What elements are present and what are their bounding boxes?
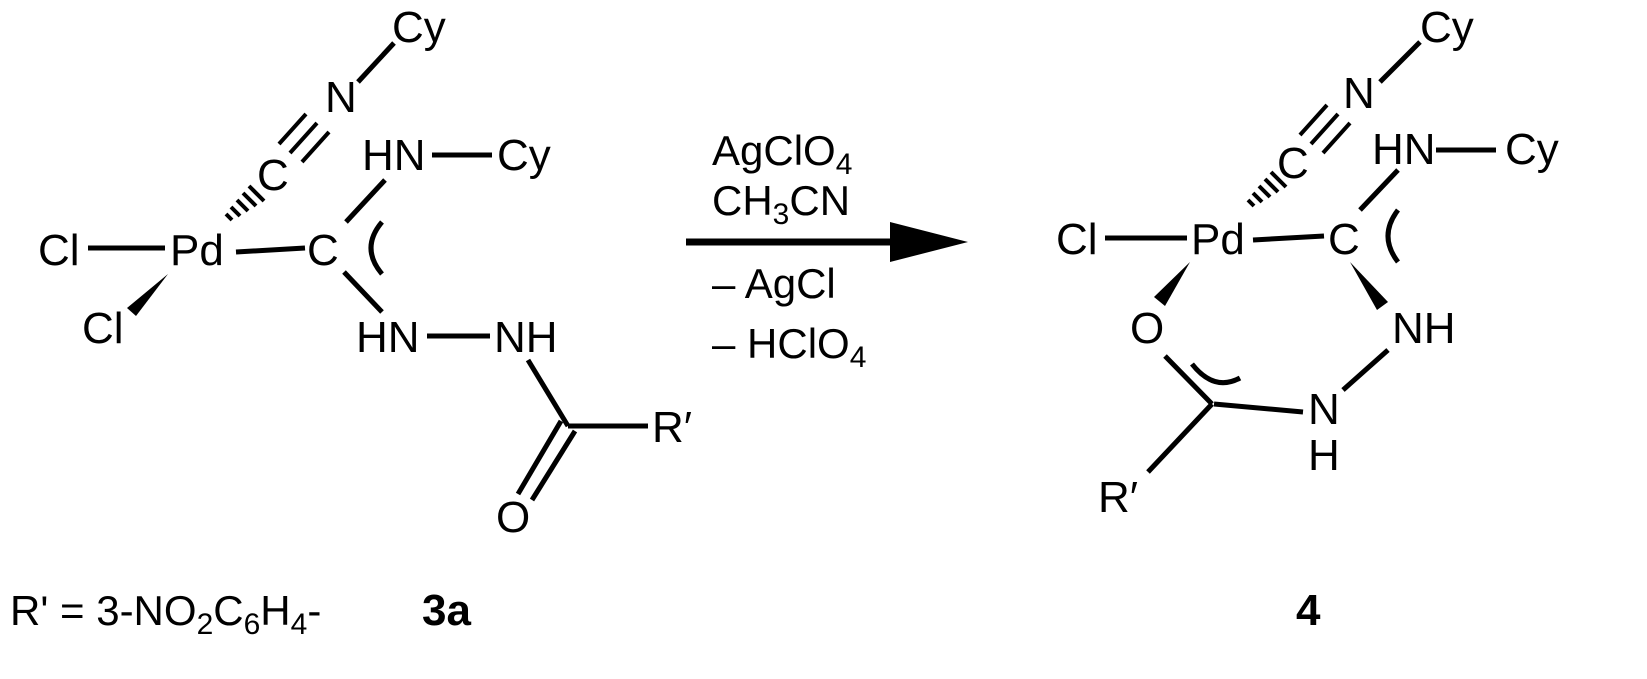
compound-label-4: 4 [1296, 586, 1321, 635]
byproduct-agcl: – AgCl [712, 260, 836, 307]
reagent-ch3cn: CH3CN [712, 177, 850, 231]
atom-c-iso: C [1277, 139, 1309, 188]
bond-c-n-triple [1298, 103, 1352, 155]
atom-n-low: N [1308, 385, 1340, 434]
bond-pd-c-iso-hash [224, 184, 266, 222]
bond-c-hn-low [342, 270, 384, 314]
bond-pd-c-carbene [1252, 233, 1325, 243]
atom-c-iso: C [257, 151, 289, 200]
atom-cy-mid: Cy [497, 131, 551, 180]
bond-pd-c-carbene [235, 245, 306, 255]
bond-nh-c-acyl [525, 358, 571, 428]
resonance-arc-right-top [1385, 208, 1401, 264]
reagent-agclo4: AgClO4 [712, 127, 852, 181]
atom-h-low: H [1308, 431, 1340, 480]
atom-cy-top: Cy [1420, 3, 1474, 52]
bond-n-c-ring [1213, 401, 1304, 415]
bond-o-c-ring [1163, 354, 1214, 406]
resonance-arc-right-bottom [1190, 362, 1242, 386]
atom-pd: Pd [170, 226, 224, 275]
atom-nh: NH [1392, 304, 1456, 353]
atom-hn-low: HN [356, 313, 420, 362]
atom-n-iso: N [325, 73, 357, 122]
atom-n-iso: N [1343, 69, 1375, 118]
bond-n-cy-top [1378, 40, 1422, 84]
bond-nh-n [1341, 348, 1390, 392]
compound-3a: Cy N C HN Cy Cl Pd C Cl HN NH R′ O [38, 3, 692, 542]
bond-c-o-double [515, 419, 578, 502]
reaction-arrow-head [890, 222, 968, 262]
reaction-arrow-group: AgClO4 CH3CN – AgCl – HClO4 [686, 127, 968, 374]
atom-c-carbene: C [1328, 215, 1360, 264]
atom-r-prime: R′ [1098, 473, 1138, 522]
atom-cy-mid: Cy [1505, 125, 1559, 174]
atom-pd: Pd [1191, 215, 1245, 264]
bond-pd-cl2-wedge [127, 274, 168, 316]
atom-hn-top: HN [362, 131, 426, 180]
bond-c-nh-wedge [1350, 262, 1388, 310]
atom-o: O [496, 493, 530, 542]
compound-label-3a: 3a [422, 586, 471, 635]
atom-cl-1: Cl [38, 226, 80, 275]
atom-cl-2: Cl [82, 304, 124, 353]
bond-c-hn-top [1358, 168, 1400, 212]
resonance-arc-left [368, 220, 384, 276]
atom-cy-top: Cy [392, 3, 446, 52]
bond-pd-c-iso-hash [1246, 170, 1288, 208]
atom-cl: Cl [1056, 215, 1098, 264]
atom-c-carbene: C [307, 226, 339, 275]
atom-nh: NH [494, 313, 558, 362]
atom-r-prime: R′ [652, 403, 692, 452]
atom-hn-top: HN [1372, 125, 1436, 174]
r-prime-definition: R' = 3-NO2C6H4- [10, 587, 321, 641]
atom-o: O [1130, 304, 1164, 353]
bond-n-cy-top [356, 41, 396, 84]
bond-c-n-triple [277, 112, 331, 164]
bond-pd-o-wedge [1154, 262, 1190, 306]
byproduct-hclo4: – HClO4 [712, 320, 866, 374]
bond-c-r-prime [1146, 402, 1214, 474]
compound-4: Cy N C HN Cy Cl Pd C O NH N H R′ [1056, 3, 1559, 522]
bond-c-hn-top [344, 178, 387, 224]
